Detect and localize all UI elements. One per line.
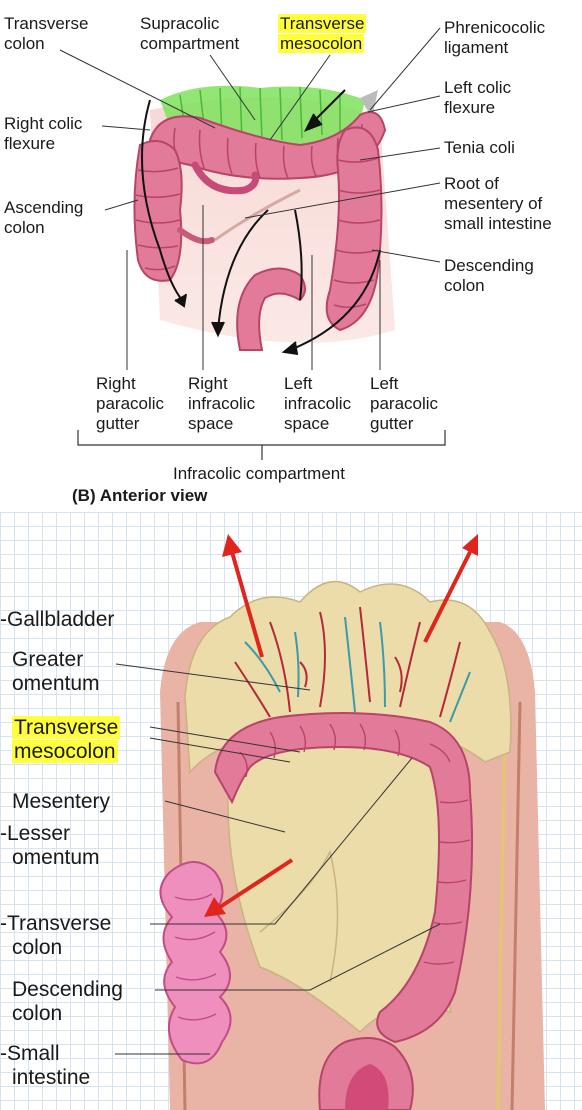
- colon-illustration: [59, 27, 446, 460]
- ascending-colon-shape: [133, 140, 183, 282]
- red-arrows: [204, 534, 478, 917]
- small-intestine-shape: [159, 861, 232, 1065]
- label-right-infracolic-space: Right infracolic space: [188, 374, 256, 433]
- label-small-intestine: -Small intestine: [0, 1042, 91, 1089]
- abdomen-illustration: [115, 534, 545, 1110]
- label-gallbladder: -Gallbladder: [0, 608, 115, 631]
- label-descending-colon-b: Descending colon: [12, 978, 123, 1025]
- label-transverse-mesocolon-b: Transverse mesocolon: [12, 716, 121, 763]
- appendix: [177, 227, 215, 245]
- label-left-paracolic-gutter: Left paracolic gutter: [370, 374, 439, 433]
- label-phrenicocolic-ligament: Phrenicocolic ligament: [444, 18, 546, 57]
- label-mesentery: Mesentery: [12, 790, 111, 813]
- label-ascending-colon: Ascending colon: [4, 198, 84, 237]
- transverse-colon-loop: [213, 712, 474, 1044]
- label-left-infracolic-space: Left infracolic space: [284, 374, 352, 433]
- label-greater-omentum: Greater omentum: [12, 648, 100, 695]
- label-lesser-omentum: -Lesser omentum: [0, 822, 100, 869]
- root-of-mesentery: [214, 188, 301, 242]
- label-descending-colon: Descending colon: [444, 256, 534, 295]
- leader-lines: [59, 27, 441, 370]
- bottom-leader-lines: [115, 663, 441, 1055]
- figure-caption: (B) Anterior view: [72, 486, 208, 505]
- label-transverse-colon: Transverse colon: [4, 14, 89, 53]
- label-root-of-mesentery: Root of mesentery of small intestine: [444, 174, 552, 233]
- label-right-colic-flexure: Right colic flexure: [4, 114, 83, 153]
- transverse-colon-shape: [148, 111, 387, 180]
- label-tenia-coli: Tenia coli: [444, 138, 515, 157]
- label-transverse-mesocolon: Transverse mesocolon: [278, 14, 367, 53]
- label-infracolic-compartment: Infracolic compartment: [173, 464, 345, 483]
- duodenum: [191, 161, 259, 195]
- sigmoid-colon: [236, 267, 306, 351]
- label-right-paracolic-gutter: Right paracolic gutter: [96, 374, 165, 433]
- descending-colon-shape: [325, 126, 383, 332]
- label-left-colic-flexure: Left colic flexure: [444, 78, 512, 117]
- anterior-view-panel: Transverse colon Supracolic compartment …: [0, 0, 582, 512]
- flow-arrows: [141, 89, 381, 355]
- label-transverse-colon-b: -Transverse colon: [0, 912, 112, 959]
- omental-vessels-red: [234, 606, 461, 718]
- infracolic-bracket: [77, 430, 446, 460]
- label-supracolic-compartment: Supracolic compartment: [140, 14, 240, 53]
- omentum-panel: -Gallbladder Greater omentum Transverse …: [0, 512, 582, 1110]
- omental-vessels-blue: [244, 616, 471, 723]
